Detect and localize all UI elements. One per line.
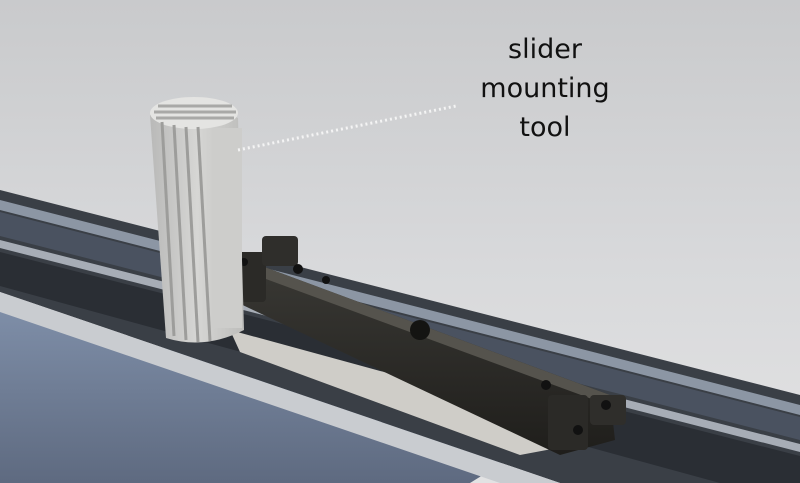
- track-sill: [0, 292, 560, 483]
- slider-mounting-tool: [150, 97, 244, 343]
- callout-line-3: tool: [519, 112, 571, 143]
- callout-line-2: mounting: [480, 73, 610, 104]
- callout-line-1: slider: [508, 34, 582, 65]
- callout-leader-line: [237, 104, 457, 152]
- callout-label: slider mounting tool: [470, 30, 620, 147]
